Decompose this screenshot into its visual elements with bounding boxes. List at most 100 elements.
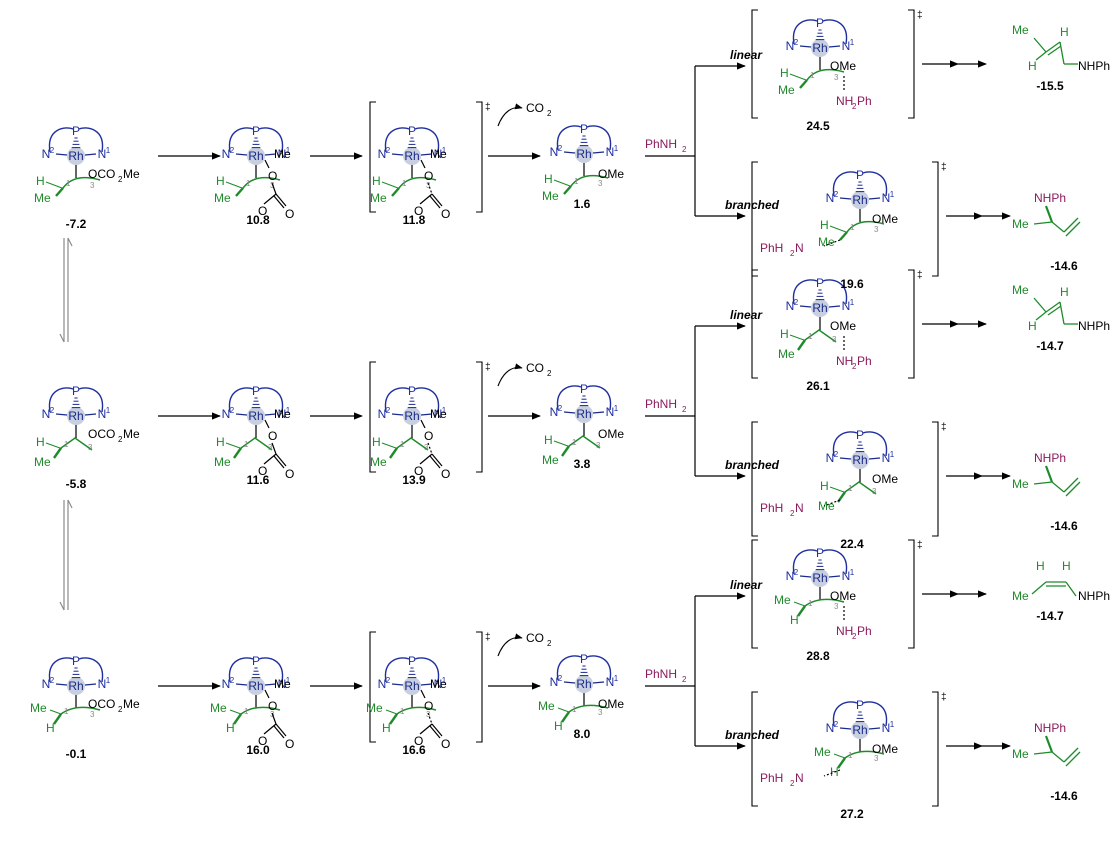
n2-superscript: 2 bbox=[50, 146, 55, 155]
c3-number: 3 bbox=[834, 602, 839, 611]
product-h: H bbox=[1060, 285, 1069, 299]
n1-atom: N bbox=[842, 569, 851, 583]
methyl-label: Me bbox=[274, 407, 291, 421]
energy-label: 22.4 bbox=[840, 537, 864, 551]
n2-rh-bond bbox=[235, 683, 248, 686]
ligand-arc-left bbox=[556, 655, 582, 681]
carbonate-label: OCO bbox=[88, 697, 115, 711]
equilibrium-head bbox=[59, 601, 65, 611]
n2-superscript: 2 bbox=[794, 38, 799, 47]
ts-bracket-right bbox=[932, 691, 939, 807]
n2-rh-bond bbox=[563, 681, 576, 684]
energy-label: -14.6 bbox=[1050, 259, 1078, 273]
n1-atom: N bbox=[278, 147, 287, 161]
ligand-arc-right bbox=[862, 171, 888, 197]
carbonate-subscript: 2 bbox=[118, 435, 123, 444]
rh-sphere bbox=[575, 675, 593, 693]
c1-number: 1 bbox=[808, 332, 813, 341]
ligand-arc-left bbox=[556, 385, 582, 411]
p-atom: P bbox=[72, 654, 80, 668]
energy-label: 19.6 bbox=[840, 277, 864, 291]
product-bond bbox=[1051, 751, 1065, 763]
n1-superscript: 1 bbox=[106, 406, 111, 415]
amine-label: NH bbox=[836, 94, 853, 108]
co2-release-arrow bbox=[497, 103, 523, 127]
oxygen-label: O bbox=[285, 467, 294, 481]
n1-atom: N bbox=[606, 675, 615, 689]
c1-number: 1 bbox=[810, 71, 815, 80]
n2-rh-bond bbox=[839, 727, 852, 730]
c-o-bond bbox=[419, 193, 433, 205]
ts-dagger: ‡ bbox=[941, 162, 947, 173]
c3-number: 3 bbox=[426, 181, 431, 190]
allyl-me: Me bbox=[214, 455, 231, 469]
ligand-arc-left bbox=[228, 127, 254, 153]
ligand-arc-left bbox=[228, 657, 254, 683]
allyl-curve bbox=[568, 704, 609, 713]
allyl-curve bbox=[806, 68, 845, 81]
me-bond bbox=[793, 601, 806, 607]
allyl-h: H bbox=[780, 327, 789, 341]
c1-number: 1 bbox=[574, 177, 579, 186]
n2-rh-bond bbox=[799, 45, 812, 48]
n2-superscript: 2 bbox=[386, 406, 391, 415]
amine-label: Ph bbox=[857, 94, 872, 108]
n2-superscript: 2 bbox=[558, 674, 563, 683]
rh-atom: Rh bbox=[248, 149, 263, 163]
ts-bracket-left bbox=[369, 631, 376, 743]
me-bond bbox=[557, 707, 570, 713]
o-c-bond bbox=[271, 712, 277, 725]
amine-label: PhH bbox=[760, 771, 783, 785]
ligand-arc-left bbox=[228, 387, 254, 413]
product-bond bbox=[1063, 747, 1079, 763]
wedge-bond bbox=[561, 711, 570, 723]
p-atom: P bbox=[856, 428, 864, 442]
product-double-bond bbox=[1065, 221, 1081, 237]
h-bond bbox=[789, 73, 807, 81]
c3-number: 3 bbox=[268, 443, 273, 452]
product-h: H bbox=[1036, 559, 1045, 573]
oxygen-label: O bbox=[414, 204, 423, 218]
oxygen-label: O bbox=[268, 429, 277, 443]
rh-atom: Rh bbox=[576, 677, 591, 691]
product-methyl: Me bbox=[1012, 23, 1029, 37]
energy-label: 3.8 bbox=[574, 457, 591, 471]
ts-bracket-left bbox=[751, 9, 758, 119]
c1-number: 1 bbox=[244, 707, 249, 716]
co2-subscript: 2 bbox=[547, 639, 552, 648]
ligand-arc-right bbox=[822, 549, 848, 575]
n2-rh-bond bbox=[391, 413, 404, 416]
rh-o-bond bbox=[264, 689, 270, 699]
n1-superscript: 1 bbox=[286, 676, 291, 685]
product-bond bbox=[1035, 311, 1047, 321]
allyl-h: H bbox=[544, 172, 553, 186]
product-bond bbox=[1051, 481, 1065, 493]
p-atom: P bbox=[580, 652, 588, 666]
rh-sphere bbox=[67, 407, 85, 425]
amine-label: Ph bbox=[857, 354, 872, 368]
allyl-h: H bbox=[372, 435, 381, 449]
product-h: H bbox=[1028, 59, 1037, 73]
allyl-h: H bbox=[820, 218, 829, 232]
allyl-curve bbox=[804, 329, 837, 343]
allyl-me: Me bbox=[818, 499, 835, 513]
n2-atom: N bbox=[786, 39, 795, 53]
n2-atom: N bbox=[826, 451, 835, 465]
c1-number: 1 bbox=[64, 440, 69, 449]
oxygen-label: O bbox=[258, 204, 267, 218]
c1-number: 1 bbox=[246, 179, 251, 188]
n2-rh-bond bbox=[799, 305, 812, 308]
product-bond bbox=[1033, 37, 1047, 53]
c-o-bond bbox=[273, 725, 285, 739]
product-bond bbox=[1051, 221, 1065, 233]
n2-atom: N bbox=[826, 721, 835, 735]
n2-atom: N bbox=[378, 677, 387, 691]
n2-atom: N bbox=[42, 677, 51, 691]
n1-rh-bond bbox=[264, 413, 277, 416]
co2-label: CO bbox=[526, 361, 544, 375]
